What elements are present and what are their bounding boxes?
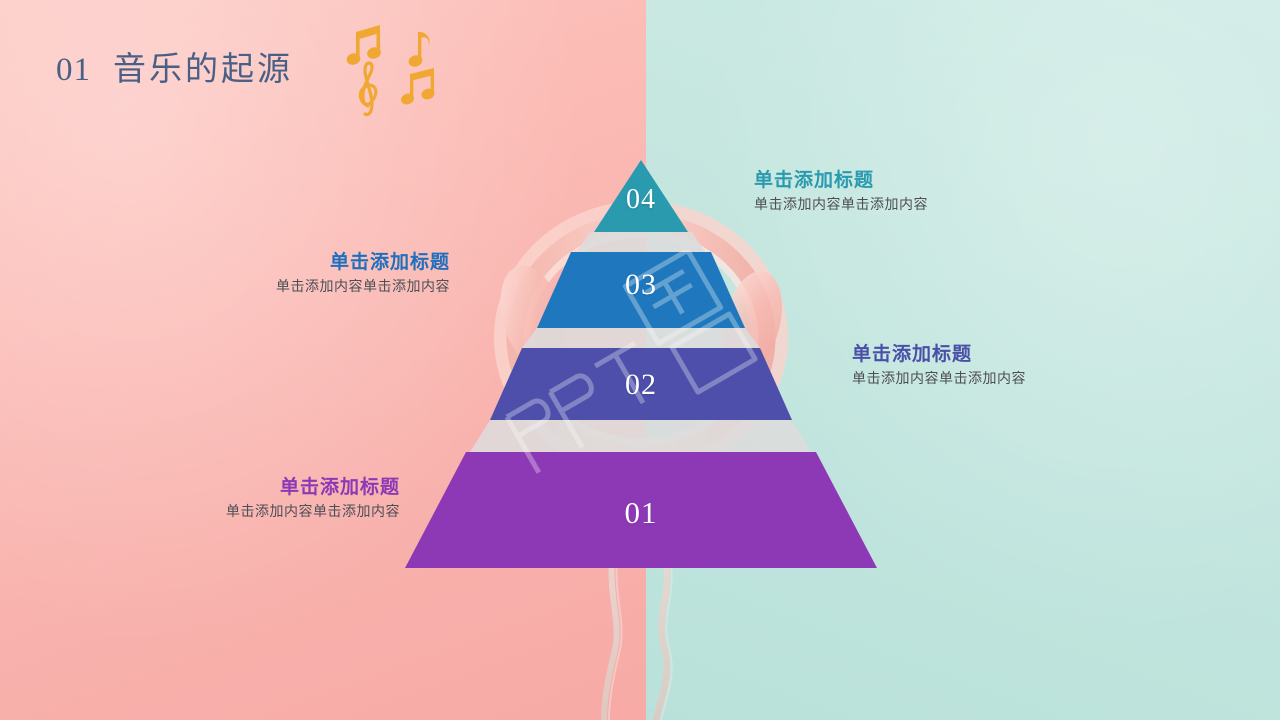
pyramid-gap-03-02 — [522, 328, 760, 348]
callout-04-title: 单击添加标题 — [754, 170, 875, 191]
callout-02-body: 单击添加内容单击添加内容 — [852, 371, 1026, 387]
pyramid-tier-04-number: 04 — [626, 184, 656, 215]
pyramid-gap-02-01 — [470, 420, 811, 452]
page-title-text: 音乐的起源 — [113, 52, 293, 88]
callout-01-body: 单击添加内容单击添加内容 — [226, 504, 400, 520]
pyramid-tier-02-number: 02 — [625, 368, 657, 401]
callout-04[interactable]: 单击添加标题 单击添加内容单击添加内容 — [754, 168, 928, 216]
pyramid-tier-03-number: 03 — [625, 268, 657, 301]
callout-03-title: 单击添加标题 — [329, 252, 450, 273]
pyramid-tier-01[interactable] — [405, 452, 877, 568]
callout-03[interactable]: 单击添加标题 单击添加内容单击添加内容 — [150, 250, 450, 298]
pyramid-gap-04-03 — [577, 232, 705, 252]
callout-03-body: 单击添加内容单击添加内容 — [276, 279, 450, 295]
music-notes-icon — [346, 25, 435, 117]
page-title-number: 01 — [56, 52, 91, 88]
callout-02-title: 单击添加标题 — [852, 344, 973, 365]
callout-01[interactable]: 单击添加标题 单击添加内容单击添加内容 — [90, 475, 400, 523]
pyramid-tier-01-number: 01 — [624, 495, 658, 530]
page-title: 01 音乐的起源 — [56, 42, 293, 90]
callout-02[interactable]: 单击添加标题 单击添加内容单击添加内容 — [852, 342, 1026, 390]
callout-01-title: 单击添加标题 — [279, 477, 400, 498]
callout-04-body: 单击添加内容单击添加内容 — [754, 197, 928, 213]
